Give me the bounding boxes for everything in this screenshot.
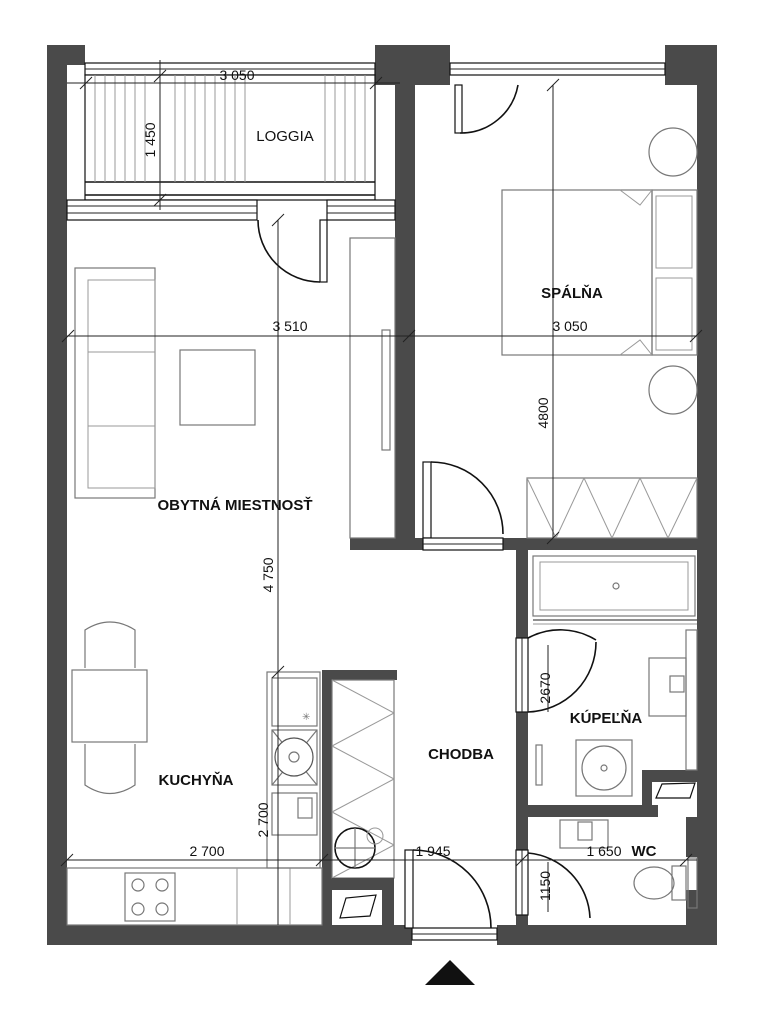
- wardrobe-bedroom: [526, 477, 698, 539]
- room-label-wc: WC: [632, 843, 657, 860]
- coffee-table: [179, 349, 256, 426]
- room-label-kitchen: KUCHYŇA: [159, 771, 234, 789]
- door-bathroom: [515, 629, 597, 713]
- door-bedroom-top: [454, 84, 519, 134]
- bed: [501, 127, 698, 415]
- svg-text:✳: ✳: [302, 712, 310, 723]
- bathtub: [532, 555, 697, 625]
- bath-fixtures: [535, 629, 698, 799]
- dim-loggia-width: 3 050: [219, 67, 254, 83]
- dimension-lines: [60, 60, 703, 925]
- door-loggia: [257, 219, 328, 283]
- room-label-living: OBYTNÁ MIESTNOSŤ: [157, 496, 312, 514]
- dim-kitchen-depth: 2 700: [255, 802, 271, 837]
- dim-living-width: 3 510: [272, 318, 307, 334]
- room-label-bathroom: KÚPEĽŇA: [570, 709, 643, 727]
- kitchen-counter: [66, 867, 323, 926]
- dining-set: [71, 621, 148, 795]
- wardrobe-living: [349, 237, 396, 539]
- walls: [47, 45, 717, 945]
- room-label-hallway: CHODBA: [428, 746, 494, 763]
- kitchen-column: ✳: [266, 671, 321, 869]
- loggia-door-wall: [66, 199, 396, 221]
- wardrobe-hallway: [322, 670, 397, 925]
- dim-bedroom-depth: 4800: [535, 397, 551, 428]
- dim-wc-depth: 1150: [537, 871, 553, 901]
- room-label-loggia: LOGGIA: [256, 128, 314, 145]
- dim-hall-width: 1 945: [415, 843, 450, 859]
- room-label-bedroom: SPÁLŇA: [541, 284, 603, 302]
- entrance-arrow-icon: [425, 960, 475, 985]
- door-bedroom: [422, 461, 504, 551]
- loggia: [84, 74, 376, 201]
- washing-machine: [334, 827, 384, 869]
- sofa: [74, 267, 156, 499]
- dim-loggia-depth: 1 450: [142, 122, 158, 157]
- wc-fixtures: [559, 819, 698, 909]
- doors: [257, 84, 597, 929]
- door-entrance: [404, 849, 492, 929]
- dim-wc-width: 1 650: [586, 843, 621, 859]
- dim-bedroom-width: 3 050: [552, 318, 587, 334]
- dim-bath-depth: 2670: [537, 672, 553, 703]
- door-wc: [515, 849, 591, 919]
- dim-living-depth: 4 750: [260, 557, 276, 592]
- windows: [84, 62, 666, 941]
- dim-kitchen-width: 2 700: [189, 843, 224, 859]
